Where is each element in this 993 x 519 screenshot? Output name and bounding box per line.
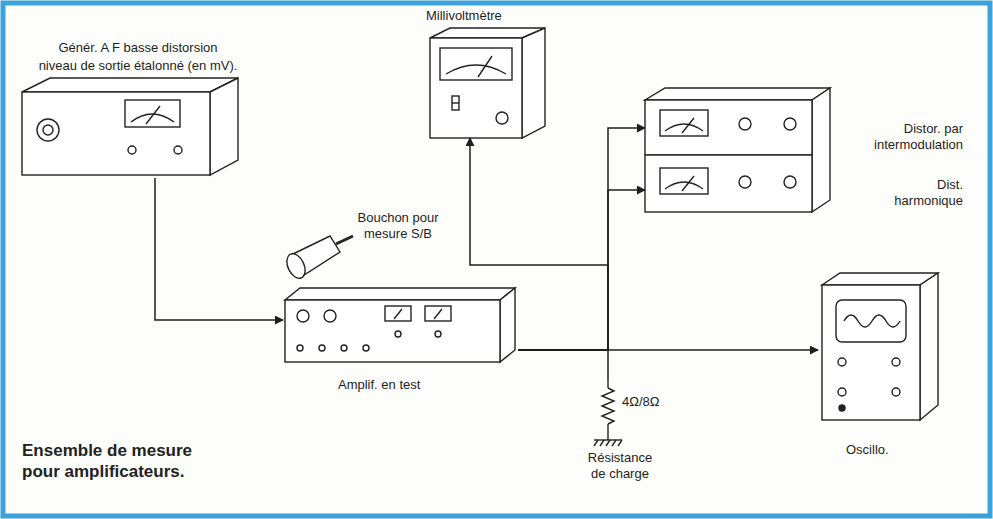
millivoltmeter-drawing bbox=[430, 28, 545, 138]
signal-wire bbox=[155, 178, 283, 320]
device-label: Dist. harmonique bbox=[883, 177, 963, 208]
text-slot: Amplif. en test bbox=[338, 377, 478, 393]
device-label: Génér. A F basse distorsion bbox=[18, 40, 258, 56]
oscilloscope-box: Oscillo. bbox=[818, 272, 953, 467]
text-slot: Distor. par intermodulation bbox=[838, 121, 963, 152]
text-slot: 4Ω/8Ω bbox=[622, 394, 678, 410]
oscilloscope-drawing bbox=[822, 273, 938, 420]
text-slot: Dist. harmonique bbox=[883, 177, 963, 208]
distortion-meters-drawing bbox=[645, 88, 830, 212]
device-label: Millivoltmètre bbox=[426, 8, 546, 24]
border-frame bbox=[3, 3, 990, 516]
amplifier-box: Amplif. en test bbox=[283, 283, 518, 395]
text-slot: Oscillo. bbox=[846, 442, 946, 458]
text-slot: Résistance de charge bbox=[580, 450, 660, 481]
text-slot: Millivoltmètre bbox=[426, 8, 546, 24]
device-label: 4Ω/8Ω bbox=[622, 394, 678, 410]
figure-caption: Ensemble de mesure pour amplificateurs. bbox=[22, 440, 212, 483]
generator-drawing bbox=[22, 78, 238, 175]
caption-box: Ensemble de mesure pour amplificateurs. bbox=[22, 440, 212, 483]
text-slot: Génér. A F basse distorsion bbox=[18, 40, 258, 56]
text-slot: niveau de sortie étalonné (en mV). bbox=[18, 58, 258, 74]
device-label: Distor. par intermodulation bbox=[838, 121, 963, 152]
signal-wire bbox=[470, 138, 608, 350]
resistor-symbol bbox=[594, 380, 622, 446]
amplifier-drawing bbox=[285, 288, 515, 362]
device-label: niveau de sortie étalonné (en mV). bbox=[18, 58, 258, 74]
millivoltmeter-box: Millivoltmètre bbox=[418, 8, 553, 138]
device-label: Résistance de charge bbox=[580, 450, 660, 481]
intermodulation-meter-box: Distor. par intermodulation bbox=[645, 95, 965, 155]
signal-wire bbox=[518, 350, 608, 380]
signal-wire bbox=[518, 128, 645, 350]
harmonic-meter-box: Dist. harmonique bbox=[645, 155, 965, 215]
device-label: Oscillo. bbox=[846, 442, 946, 458]
plug-drawing bbox=[283, 236, 353, 281]
signal-wire bbox=[518, 190, 645, 350]
plug-label: Bouchon pour mesure S/B bbox=[348, 210, 448, 241]
device-label: Amplif. en test bbox=[338, 377, 478, 393]
text-slot: Bouchon pour mesure S/B bbox=[348, 210, 448, 241]
generator-box: Génér. A F basse distorsion niveau de sor… bbox=[18, 38, 260, 178]
load-resistor-box: 4Ω/8Ω Résistance de charge bbox=[560, 380, 680, 488]
